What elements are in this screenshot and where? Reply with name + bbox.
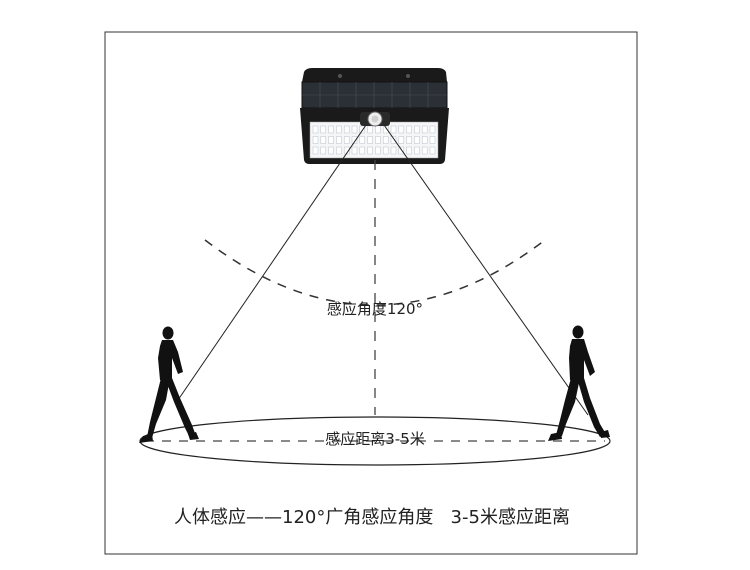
led-chip	[398, 136, 405, 144]
led-chip	[390, 125, 397, 134]
led-chip	[359, 125, 366, 134]
led-chip	[421, 136, 428, 144]
led-chip	[328, 136, 334, 144]
led-chip	[343, 136, 350, 144]
led-chip	[375, 146, 381, 155]
led-chip	[414, 146, 420, 155]
led-chip	[312, 136, 319, 144]
led-chip	[343, 125, 350, 134]
led-chip	[421, 146, 428, 155]
led-chip	[390, 136, 397, 144]
caption-text: 人体感应——120°广角感应角度 3-5米感应距离	[174, 507, 570, 528]
sensing-range-ellipse	[139, 416, 611, 466]
led-chip	[406, 136, 412, 144]
led-chip	[320, 146, 327, 155]
led-chip	[359, 136, 366, 144]
led-chip	[429, 136, 436, 144]
led-chip	[320, 125, 327, 134]
sensing-distance-label: 感应距离3-5米	[325, 430, 425, 448]
led-chip	[382, 146, 389, 155]
led-chip	[398, 125, 405, 134]
led-chip	[367, 146, 373, 155]
diagram-frame	[104, 31, 638, 555]
led-chip	[351, 146, 358, 155]
led-chip	[359, 146, 366, 155]
led-chip	[312, 125, 319, 134]
left-walking-person-icon	[139, 326, 199, 443]
right-walking-person-icon	[548, 325, 610, 441]
led-chip	[390, 146, 397, 155]
right-sensing-line	[383, 124, 589, 416]
led-chip	[312, 146, 319, 155]
led-chip	[367, 136, 373, 144]
led-chip	[398, 146, 405, 155]
led-chip	[320, 136, 327, 144]
led-chip	[328, 146, 334, 155]
led-chip	[406, 146, 412, 155]
led-chip	[367, 125, 373, 134]
led-chip	[429, 146, 436, 155]
led-chip	[328, 125, 334, 134]
solar-sensor-lamp-icon	[300, 68, 449, 164]
led-chip	[351, 136, 358, 144]
led-chip	[375, 125, 381, 134]
led-chip	[382, 136, 389, 144]
sensing-angle-label: 感应角度120°	[327, 300, 423, 318]
led-chip	[414, 125, 420, 134]
led-chip	[421, 125, 428, 134]
led-chip	[375, 136, 381, 144]
left-sensing-line	[177, 124, 367, 401]
led-chip	[429, 125, 436, 134]
led-chip	[351, 125, 358, 134]
led-chip	[406, 125, 412, 134]
led-chip	[336, 136, 342, 144]
led-array	[312, 125, 436, 155]
sensing-angle-arc	[204, 239, 546, 306]
led-chip	[336, 146, 342, 155]
led-chip	[336, 125, 342, 134]
led-chip	[414, 136, 420, 144]
